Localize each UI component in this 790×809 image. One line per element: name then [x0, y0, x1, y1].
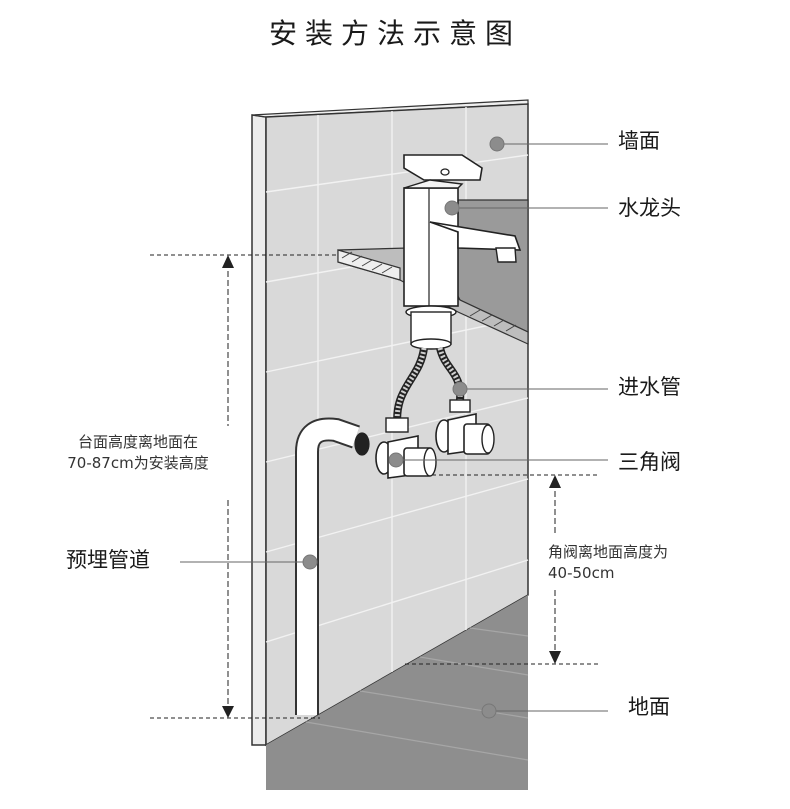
angle-valve-label: 三角阀: [618, 450, 681, 474]
counter-height-dimension: [150, 254, 338, 719]
embedded-pipe-marker-dot: [302, 554, 318, 570]
angle-valve-right: [435, 399, 495, 455]
floor-marker-dot: [481, 703, 497, 719]
embedded-pipe: [295, 417, 370, 715]
wall-marker-dot: [489, 136, 505, 152]
faucet-marker-dot: [444, 200, 460, 216]
valve-height-dimension: [405, 474, 600, 665]
angle-valve-left: [375, 417, 437, 479]
faucet: [403, 154, 522, 350]
inlet-pipe-label: 进水管: [618, 375, 681, 399]
floor-label: 地面: [628, 695, 670, 719]
counter-height-note: 台面高度离地面在 70-87cm为安装高度: [67, 433, 209, 472]
embedded-pipe-label: 预埋管道: [66, 548, 150, 572]
inlet-pipe-marker-dot: [452, 381, 468, 397]
floor-plane: [266, 595, 529, 790]
valve-height-note: 角阀离地面高度为 40-50cm: [548, 543, 669, 582]
angle-valve-marker-dot: [388, 452, 404, 468]
faucet-label: 水龙头: [618, 196, 681, 220]
wall-label: 墙面: [618, 129, 660, 153]
diagram-title: 安装方法示意图: [268, 17, 521, 50]
